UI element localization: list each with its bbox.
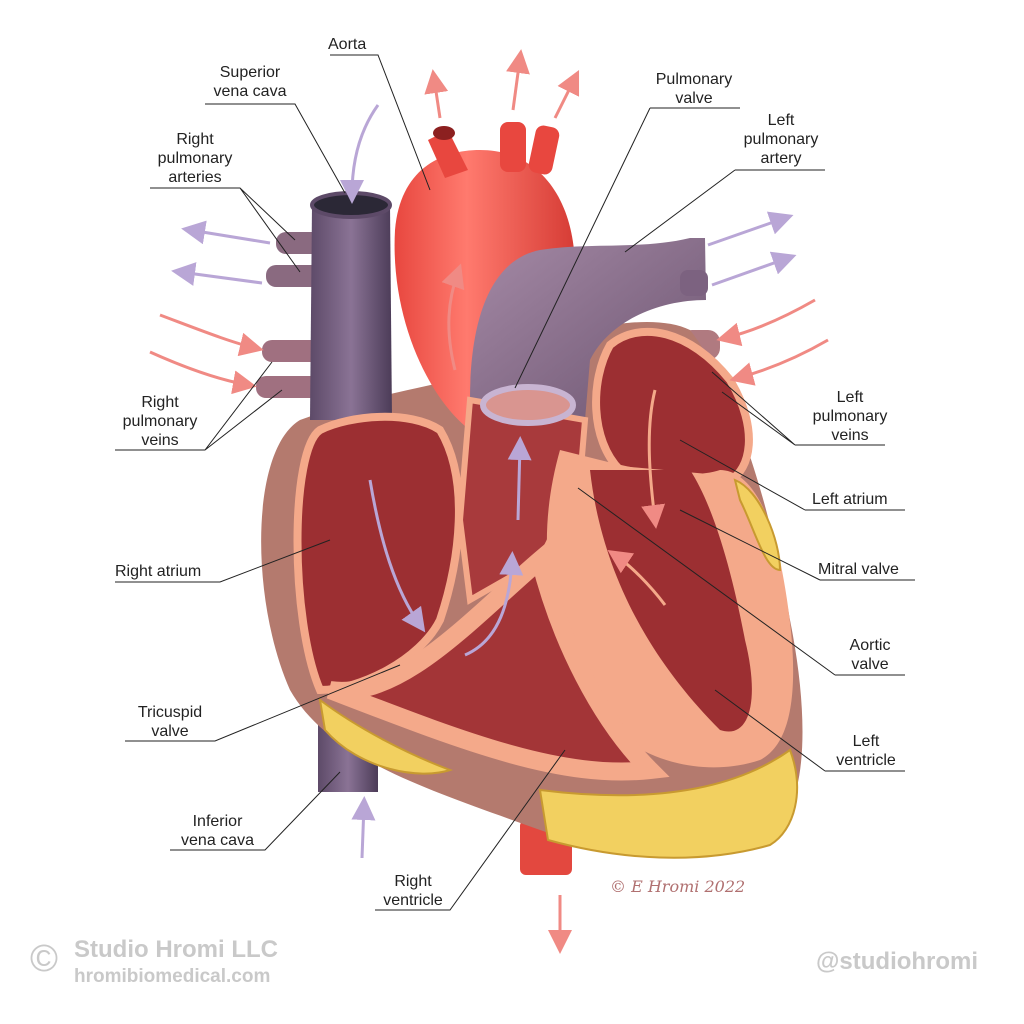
label-line: Left bbox=[767, 112, 795, 129]
aortic-arch-branches bbox=[428, 122, 560, 178]
label-line: valve bbox=[151, 723, 189, 740]
label-line: Right bbox=[176, 131, 214, 148]
label-line: Left bbox=[836, 389, 864, 406]
artist-signature: © E Hromi 2022 bbox=[610, 877, 745, 896]
label-line: pulmonary bbox=[122, 413, 198, 430]
label-line: ventricle bbox=[836, 752, 896, 769]
label-right-atrium: Right atrium bbox=[115, 563, 202, 580]
epicardial-fat bbox=[538, 748, 798, 859]
watermark-studio: Studio Hromi LLC bbox=[74, 936, 278, 963]
label-left-pulmonary-artery: Left pulmonary artery bbox=[735, 111, 827, 168]
label-line: pulmonary bbox=[157, 150, 233, 167]
leader-lines bbox=[115, 54, 915, 911]
label-line: pulmonary bbox=[743, 131, 819, 148]
label-left-atrium: Left atrium bbox=[812, 491, 888, 508]
label-pulmonary-valve: Pulmonary valve bbox=[648, 70, 740, 108]
label-line: vena cava bbox=[213, 83, 287, 100]
label-line: ventricle bbox=[383, 892, 443, 909]
pulmonary-trunk bbox=[470, 238, 706, 420]
label-right-pulmonary-veins: Right pulmonary veins bbox=[115, 393, 205, 450]
label-right-pulmonary-arteries: Right pulmonary arteries bbox=[150, 130, 240, 187]
label-line: veins bbox=[141, 432, 179, 449]
left-atrium-chamber bbox=[592, 327, 753, 485]
label-right-ventricle: Right ventricle bbox=[373, 872, 453, 910]
label-line: veins bbox=[831, 427, 869, 444]
label-line: vena cava bbox=[181, 832, 254, 849]
superior-vena-cava bbox=[310, 205, 392, 420]
label-line: Superior bbox=[219, 64, 281, 81]
label-line: Aortic bbox=[849, 637, 891, 654]
copyright-icon: © bbox=[30, 938, 58, 980]
watermark-handle: @studiohromi bbox=[816, 948, 979, 975]
right-ventricle-chamber bbox=[326, 543, 670, 781]
pulmonary-valve bbox=[480, 384, 576, 426]
label-line: pulmonary bbox=[812, 408, 888, 425]
left-ventricle-chamber bbox=[590, 470, 752, 732]
label-tricuspid-valve: Tricuspid valve bbox=[125, 703, 215, 741]
label-line: artery bbox=[760, 150, 802, 167]
label-line: arteries bbox=[168, 169, 222, 186]
label-left-pulmonary-veins: Left pulmonary veins bbox=[800, 388, 900, 445]
label-inferior-vena-cava: Inferior vena cava bbox=[170, 812, 265, 850]
label-left-ventricle: Left ventricle bbox=[826, 732, 906, 770]
label-aortic-valve: Aortic valve bbox=[835, 636, 905, 674]
label-superior-vena-cava: Superior vena cava bbox=[205, 63, 295, 101]
label-line: Tricuspid bbox=[137, 704, 203, 721]
label-line: Right bbox=[141, 394, 179, 411]
label-line: Left bbox=[852, 733, 880, 750]
epicardial-fat-right bbox=[318, 697, 453, 775]
label-line: valve bbox=[675, 90, 713, 107]
label-line: Inferior bbox=[192, 813, 243, 830]
label-aorta: Aorta bbox=[328, 36, 367, 53]
label-line: Pulmonary bbox=[655, 71, 733, 88]
label-line: Right bbox=[394, 873, 432, 890]
blood-flow-arrows bbox=[149, 49, 829, 954]
label-line: valve bbox=[851, 656, 889, 673]
watermark-website: hromibiomedical.com bbox=[74, 966, 271, 987]
label-mitral-valve: Mitral valve bbox=[818, 561, 899, 578]
epicardial-fat-left bbox=[733, 478, 782, 572]
